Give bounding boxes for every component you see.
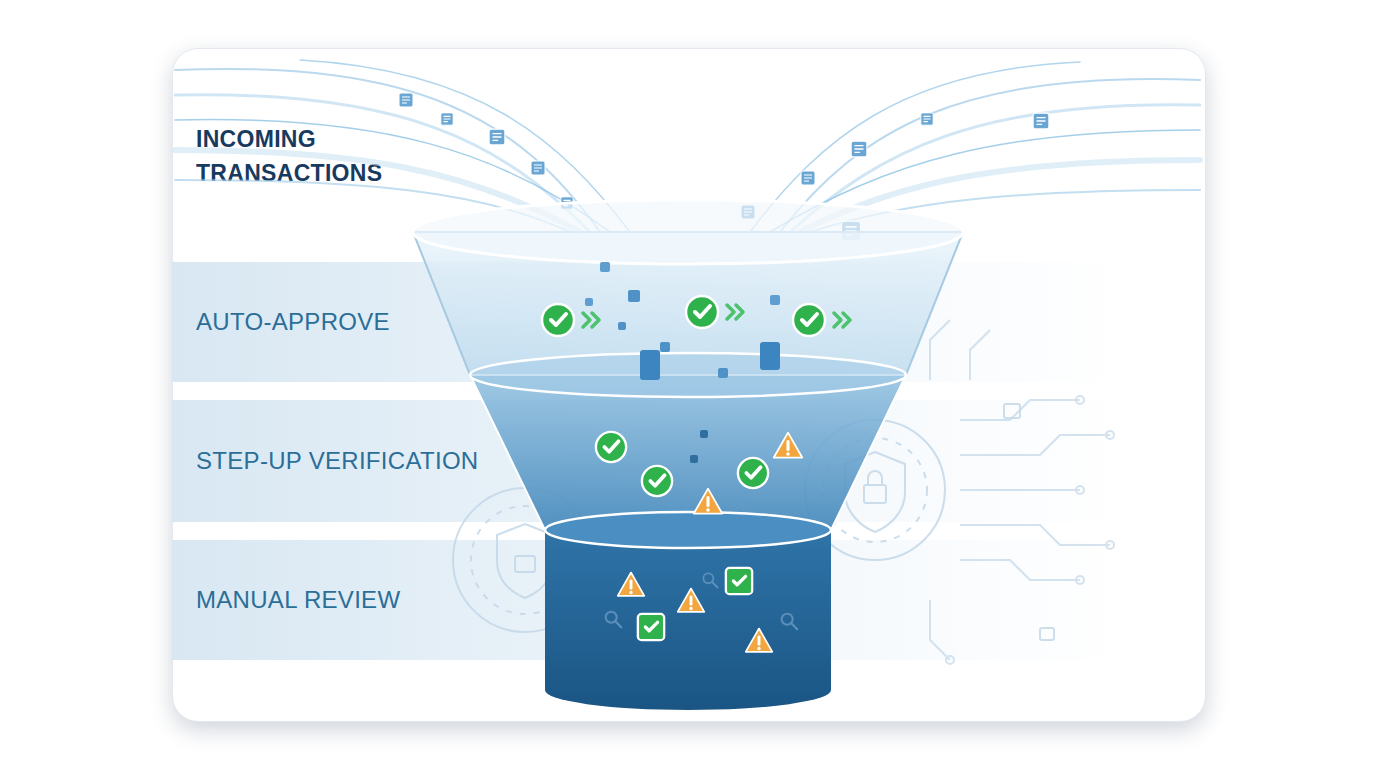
lock-icon [515,556,535,572]
approved-check [738,458,768,488]
item-square [718,368,728,378]
stream-line [800,160,1200,232]
document-icon [1033,113,1049,129]
stream-items [399,93,1049,241]
circuit-line [960,489,1080,491]
stream-line [175,180,570,232]
stream-line [175,95,590,232]
circuit-line [930,600,950,660]
item-square [700,430,708,438]
stream-line [175,69,600,232]
document-icon [441,113,453,125]
stage-label: INCOMING TRANSACTIONS [196,122,436,190]
shield-ring [471,506,579,614]
item-square [600,262,610,272]
stream-line [770,130,1200,232]
approved-check [793,304,825,336]
circuit-node [946,656,954,664]
document-icon [851,141,867,157]
warning-triangle [678,589,705,612]
stage-band: STEP-UP VERIFICATION [172,400,1132,522]
circuit-line [960,525,1110,545]
stage-band: INCOMING TRANSACTIONS [172,108,1112,204]
item-square [660,342,670,352]
stage-band: AUTO-APPROVE [172,262,1132,382]
item-square [585,298,593,306]
lock-icon [1040,628,1054,640]
item-square [760,342,780,370]
stream-line [175,120,610,232]
funnel-tier [470,375,906,548]
document-icon [399,93,413,107]
stage-band: MANUAL REVIEW [172,540,1132,660]
document-icon [531,161,545,175]
stream-line [810,190,1200,232]
stream-line [175,150,580,232]
document-icon [561,197,573,209]
review-magnifier [782,614,798,630]
stream-line [790,105,1200,232]
approved-check [542,304,574,336]
shield-ring [823,438,927,542]
document-icon [489,129,505,145]
circuit-node [1106,541,1114,549]
funnel [413,200,963,710]
funnel-rim [470,353,906,397]
document-icon [921,113,933,125]
item-square [690,455,698,463]
document-icon [741,205,755,219]
circuit-line [960,435,1110,455]
forward-chevron [583,313,599,327]
lock-icon [1004,404,1020,418]
stream-line [300,60,630,232]
circuit-node [1076,486,1084,494]
approved-check [726,568,752,594]
shield-ring [805,420,945,560]
stream-line [780,79,1200,232]
approved-check [596,432,626,462]
forward-chevron [727,305,743,319]
shield-icon [497,524,553,598]
stage-label: STEP-UP VERIFICATION [196,447,478,475]
stream-line [750,62,1080,232]
stage-label: AUTO-APPROVE [196,308,390,336]
circuit-node [1076,396,1084,404]
document-icon [841,221,860,240]
document-icon [801,171,815,185]
approved-check [686,296,718,328]
shield-icon [845,452,905,532]
approved-check [638,614,664,640]
item-square [618,322,626,330]
circuit-line [960,560,1080,580]
warning-triangle [694,489,722,514]
circuit-line [930,320,950,380]
lock-icon [864,485,886,503]
funnel-tier [545,530,831,710]
circuit-node [1106,431,1114,439]
review-magnifier [606,612,622,628]
circuit-node [1076,576,1084,584]
shield-decoration [453,404,1054,640]
review-magnifier [703,573,717,587]
forward-chevron [834,313,850,327]
funnel-tier [413,232,963,397]
warning-triangle [618,573,645,596]
funnel-items [542,262,850,652]
lock-icon [868,471,882,485]
funnel-rim [413,200,963,264]
item-square [770,295,780,305]
data-streams [175,60,1200,232]
item-square [640,350,660,380]
warning-triangle [774,433,802,458]
warning-triangle [746,629,773,652]
circuit-line [960,400,1080,420]
stage-label: MANUAL REVIEW [196,586,400,614]
circuit-line [970,330,990,380]
circuit-decoration [930,320,1114,664]
item-square [628,290,640,302]
approved-check [642,466,672,496]
funnel-rim [545,512,831,548]
shield-ring [453,488,597,632]
